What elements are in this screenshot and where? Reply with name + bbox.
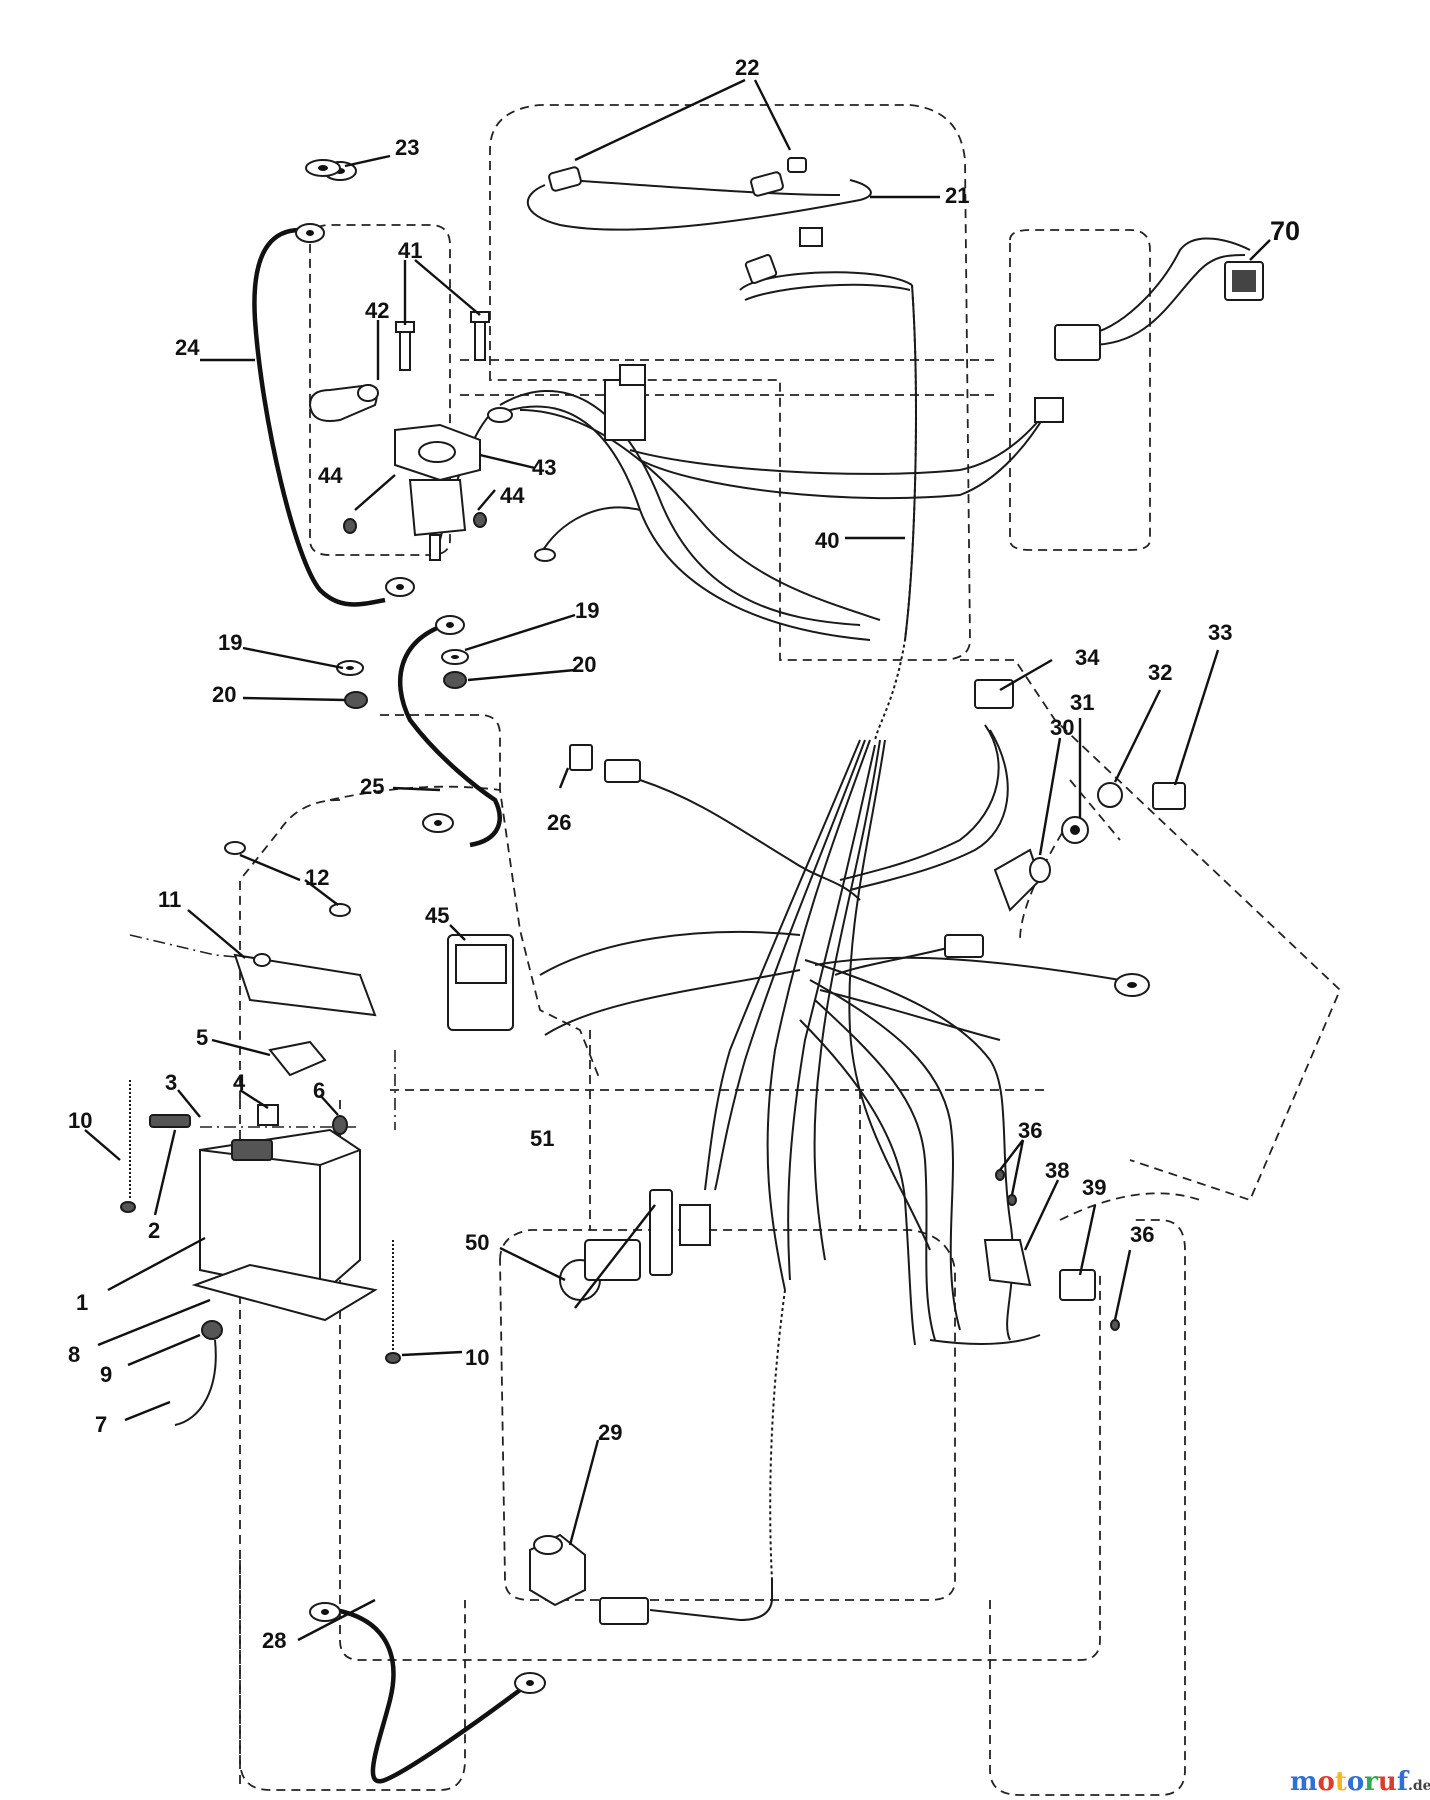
callout-7: 7 (95, 1412, 107, 1437)
watermark-letter: r (1364, 1767, 1378, 1797)
callout-45: 45 (425, 903, 449, 928)
watermark-letter: o (1318, 1767, 1335, 1797)
components (120, 157, 1264, 1625)
motoruf-watermark: motoruf.de (1290, 1767, 1430, 1797)
hardware (295, 159, 1150, 1694)
cable-24 (252, 227, 386, 607)
callout-19-left: 19 (218, 630, 242, 655)
watermark-letter: m (1290, 1767, 1318, 1797)
callout-labels: 22 21 70 23 24 41 42 43 44 44 40 19 20 1… (68, 55, 1300, 1653)
callout-21: 21 (945, 183, 969, 208)
callout-50: 50 (465, 1230, 489, 1255)
callout-5: 5 (196, 1025, 208, 1050)
callout-1: 1 (76, 1290, 88, 1315)
callout-51: 51 (530, 1126, 554, 1151)
watermark-text: motoruf.de (1290, 1767, 1430, 1797)
callout-10-left: 10 (68, 1108, 92, 1133)
callout-39: 39 (1082, 1175, 1106, 1200)
callout-36-top: 36 (1018, 1118, 1042, 1143)
callout-11: 11 (158, 887, 181, 912)
callout-40: 40 (815, 528, 839, 553)
callout-43: 43 (532, 455, 556, 480)
callout-44-right: 44 (500, 483, 525, 508)
callout-29: 29 (598, 1420, 622, 1445)
watermark-letter: t (1335, 1767, 1347, 1797)
solenoid-assembly (308, 311, 556, 562)
callout-42: 42 (365, 298, 389, 323)
leader-lines (84, 78, 1271, 1642)
callout-12: 12 (305, 865, 329, 890)
callout-32: 32 (1148, 660, 1172, 685)
callout-20-right: 20 (572, 652, 596, 677)
callout-34: 34 (1075, 645, 1100, 670)
callout-25: 25 (360, 774, 384, 799)
callout-24: 24 (175, 335, 200, 360)
callout-4: 4 (233, 1070, 246, 1095)
callout-28: 28 (262, 1628, 286, 1653)
callout-3: 3 (165, 1070, 177, 1095)
callout-6: 6 (313, 1078, 325, 1103)
cables (252, 227, 522, 1784)
callout-19-right: 19 (575, 598, 599, 623)
callout-38: 38 (1045, 1158, 1069, 1183)
harness-branches (439, 179, 1251, 1041)
watermark-suffix: .de (1408, 1778, 1430, 1794)
watermark-letter: f (1397, 1767, 1410, 1797)
callout-44-left: 44 (318, 463, 343, 488)
callout-36-right: 36 (1130, 1222, 1154, 1247)
callout-9: 9 (100, 1362, 112, 1387)
callout-30: 30 (1050, 715, 1074, 740)
watermark-letter: o (1347, 1767, 1364, 1797)
callout-20-left: 20 (212, 682, 236, 707)
callout-41: 41 (398, 238, 422, 263)
callout-10-right: 10 (465, 1345, 489, 1370)
cable-25 (397, 622, 502, 848)
main-harness (649, 284, 1041, 1622)
callout-23: 23 (395, 135, 419, 160)
callout-26: 26 (547, 810, 571, 835)
callout-2: 2 (148, 1218, 160, 1243)
callout-22: 22 (735, 55, 759, 80)
callout-33: 33 (1208, 620, 1232, 645)
watermark-letter: u (1378, 1767, 1397, 1797)
tractor-outline (239, 104, 1342, 1796)
callout-8: 8 (68, 1342, 80, 1367)
callout-70: 70 (1270, 216, 1300, 246)
callout-31: 31 (1070, 690, 1094, 715)
cable-28 (334, 1607, 522, 1784)
